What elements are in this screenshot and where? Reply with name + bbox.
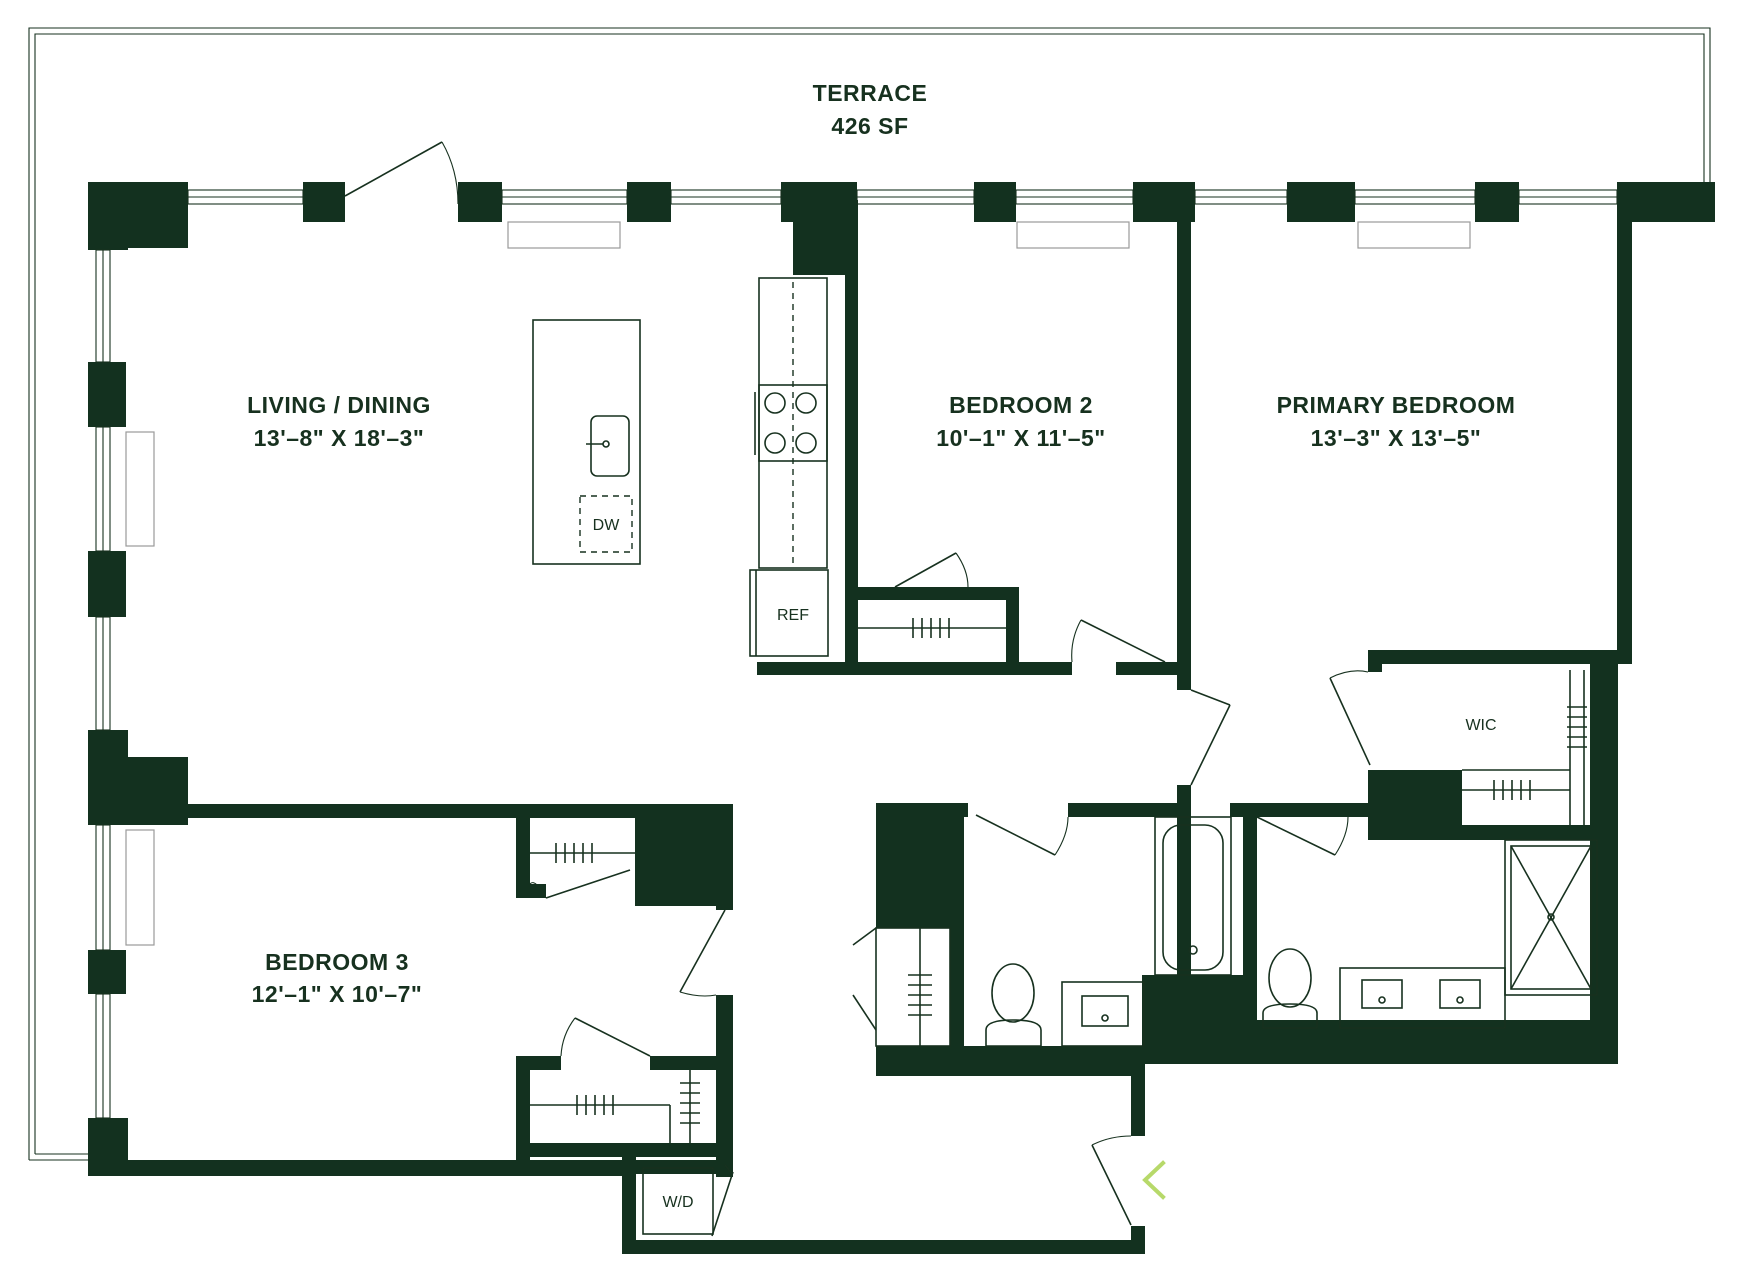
washer-dryer-label: W/D	[662, 1194, 693, 1211]
fixture-labels: DW REF WIC W/D	[593, 517, 1497, 1211]
walls	[88, 182, 1715, 1254]
bedroom-2-dimensions: 10'–1" X 11'–5"	[936, 425, 1105, 451]
washer-dryer	[642, 1167, 714, 1235]
terrace-outline	[28, 27, 1711, 1161]
living-dining-label: LIVING / DINING	[247, 392, 431, 418]
living-dining-dimensions: 13'–8" X 18'–3"	[254, 425, 425, 451]
windows-left	[95, 249, 155, 1119]
kitchen	[532, 277, 829, 657]
bedroom-3-dimensions: 12'–1" X 10'–7"	[252, 981, 423, 1007]
entry-chevron-icon	[1142, 1160, 1166, 1200]
windows-top	[187, 189, 1618, 249]
primary-bedroom-label: PRIMARY BEDROOM	[1277, 392, 1516, 418]
refrigerator-label: REF	[777, 607, 809, 624]
doors	[344, 141, 1371, 1237]
bathrooms	[985, 816, 1598, 1047]
terrace-label: TERRACE	[813, 80, 928, 106]
bedroom-2-label: BEDROOM 2	[949, 392, 1093, 418]
walk-in-closet-label: WIC	[1465, 717, 1496, 734]
primary-bedroom-dimensions: 13'–3" X 13'–5"	[1311, 425, 1482, 451]
terrace-area: 426 SF	[831, 113, 908, 139]
room-labels: TERRACE 426 SF LIVING / DINING 13'–8" X …	[247, 80, 1515, 1007]
dishwasher-label: DW	[593, 517, 621, 534]
closets	[530, 618, 1587, 1143]
bedroom-3-label: BEDROOM 3	[265, 949, 409, 975]
